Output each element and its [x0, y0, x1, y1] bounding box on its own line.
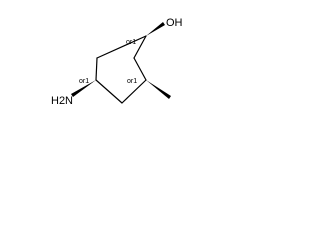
- bond-c2-c3: [133, 57, 147, 81]
- wedge-bonds: [71, 22, 171, 99]
- stereo-label-c2: or1: [127, 78, 137, 85]
- wedge-bond-c2-methyl: [146, 80, 171, 99]
- structure-canvas: OH H2N or1 or1 or1: [51, 17, 183, 107]
- bond-c1-c2: [133, 35, 147, 59]
- wedge-bond-c4-amino: [71, 80, 96, 97]
- bond-c6-c1: [96, 35, 147, 59]
- wedge-bond-c1-oh: [146, 22, 165, 36]
- bond-c5-c6: [95, 57, 98, 81]
- stereo-label-c1: or1: [126, 39, 136, 46]
- amino-label: H2N: [51, 95, 73, 107]
- stereo-label-c4: or1: [79, 78, 89, 85]
- ring-bonds: [95, 35, 147, 104]
- hydroxyl-label: OH: [166, 17, 183, 29]
- bond-c3-c4: [121, 79, 147, 104]
- bond-c4-c5: [95, 79, 123, 104]
